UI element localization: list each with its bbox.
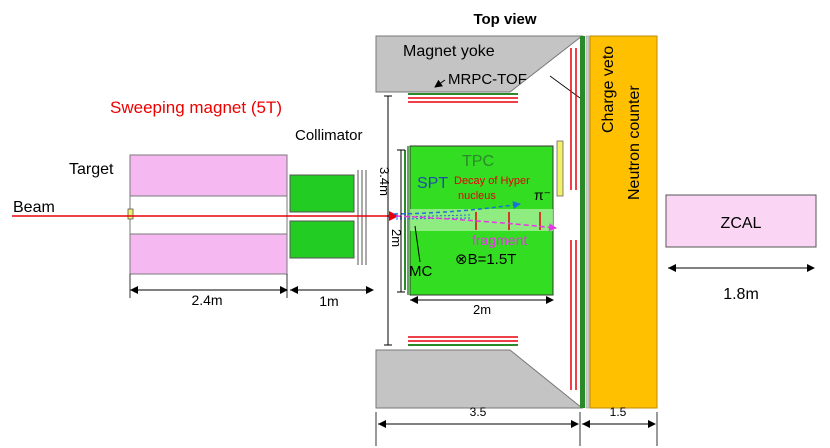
magnet-yoke-upper	[375, 35, 584, 93]
dim-tpc-width-label: 2m	[473, 302, 491, 317]
collimator-label: Collimator	[295, 127, 363, 144]
sweeping-magnet-upper	[129, 154, 288, 197]
magnet-yoke-lower	[375, 349, 584, 409]
beam-label: Beam	[13, 199, 55, 216]
dim-counter-width-label: 1.5	[610, 405, 627, 419]
decay-label-line2: nucleus	[458, 190, 496, 202]
magnet-yoke-label: Magnet yoke	[403, 43, 495, 60]
spt-label: SPT	[417, 175, 448, 192]
target-label: Target	[69, 161, 114, 178]
tpc-label: TPC	[462, 153, 494, 170]
mc-label: MC	[409, 263, 432, 280]
charge-veto-bar	[580, 36, 585, 408]
pion-label: π⁻	[534, 187, 551, 203]
title: Top view	[473, 11, 536, 28]
collimator-lower	[289, 220, 355, 259]
mc-pointer	[414, 225, 421, 263]
dim-magnet-length-label: 2.4m	[191, 292, 222, 308]
sweeping-magnet-label: Sweeping magnet (5T)	[110, 98, 282, 117]
dim-collimator-length-label: 1m	[319, 293, 338, 309]
mrpc-tof-pointer-right	[549, 75, 581, 99]
neutron-counter	[589, 35, 658, 409]
separator-bar	[585, 35, 590, 409]
neutron-counter-label: Neutron counter	[626, 85, 643, 200]
sweeping-magnet-lower	[129, 233, 288, 275]
dim-zcal-length-label: 1.8m	[723, 286, 759, 303]
dim-height-total-label: 3.4m	[377, 167, 392, 196]
dim-magnet-region-label: 3.5	[470, 405, 487, 419]
zcal-label: ZCAL	[721, 215, 762, 232]
decay-label-line1: Decay of Hyper	[454, 175, 530, 187]
dim-arrow-l5	[582, 420, 590, 428]
tpc-track-band	[410, 209, 553, 231]
pion-track	[393, 201, 521, 215]
zcal-box	[665, 194, 817, 248]
fragment-track	[395, 215, 557, 232]
dim-arrow-l2	[290, 286, 298, 294]
fragment-label: fragment	[472, 232, 527, 248]
mrpc-tof-pointer-left	[434, 79, 446, 88]
dim-arrow-l4	[378, 420, 386, 428]
charge-veto-label: Charge veto	[600, 46, 617, 133]
dim-height-inner-label: 2m	[389, 229, 404, 247]
dim-arrow-l6	[668, 264, 676, 272]
dim-arrow-l1	[130, 286, 138, 294]
bfield-label: ⊗B=1.5T	[455, 251, 516, 268]
mrpc-tof-label: MRPC-TOF	[448, 71, 527, 88]
tpc-yellow-strip	[556, 140, 564, 197]
dim-arrow-l3	[410, 296, 418, 304]
collimator-upper	[289, 174, 355, 213]
target-block	[127, 208, 134, 220]
